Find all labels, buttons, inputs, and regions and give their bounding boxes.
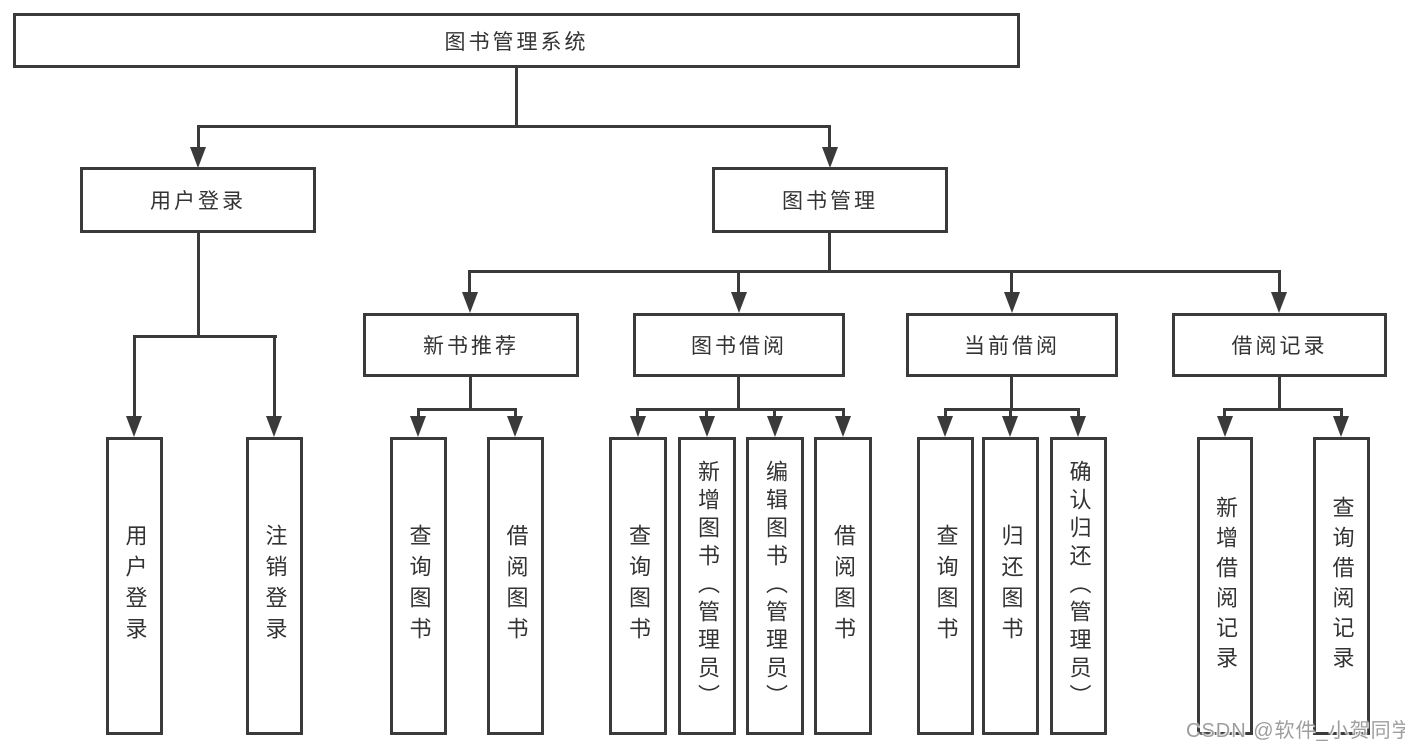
node-user-login: 用户登录 [80,167,316,233]
edge-bookmgmt-stem-3 [1278,270,1281,294]
node-label: 图书借阅 [691,335,787,358]
arrow-down-icon [266,416,282,437]
edge-current-hbar [944,408,1080,411]
node-label: 注销登录 [262,524,288,648]
edge-root-stem-left [197,125,200,149]
arrow-down-icon [767,416,783,437]
edge-userlogin-hbar [133,335,277,338]
node-label: 归还图书 [998,524,1024,648]
node-borrow-records: 借阅记录 [1172,313,1387,377]
edge-records-stem-1 [1340,408,1343,420]
leaf-query-borrow-record: 查询借阅记录 [1313,437,1370,735]
edge-newbook-stem-0 [417,408,420,420]
leaf-query-books-recommend: 查询图书 [390,437,447,735]
edge-newbook-hbar [417,408,517,411]
edge-userlogin-stem-0 [133,335,136,418]
arrow-down-icon [190,147,206,168]
edge-current-trunk [1010,375,1013,409]
node-label: 图书管理系统 [444,30,589,54]
arrow-down-icon [507,416,523,437]
edge-userlogin-trunk [197,232,200,336]
arrow-down-icon [1271,292,1287,313]
arrow-down-icon [630,416,646,437]
edge-root-trunk [515,67,518,127]
arrow-down-icon [822,147,838,168]
leaf-return-book: 归还图书 [982,437,1039,735]
node-book-management: 图书管理 [712,167,948,233]
leaf-logout: 注销登录 [246,437,303,735]
node-label: 查询借阅记录 [1329,496,1355,676]
node-label: 新书推荐 [423,335,519,358]
arrow-down-icon [937,416,953,437]
arrow-down-icon [1004,292,1020,313]
arrow-down-icon [410,416,426,437]
leaf-borrow-books-recommend: 借阅图书 [487,437,544,735]
arrow-down-icon [731,292,747,313]
edge-bookmgmt-hbar [469,270,1281,273]
node-label: 借阅记录 [1231,335,1328,358]
edge-bookmgmt-stem-0 [468,270,471,294]
leaf-add-borrow-record: 新增借阅记录 [1197,437,1253,735]
node-book-borrow: 图书借阅 [633,313,845,377]
edge-newbook-trunk [469,375,472,409]
edge-borrow-hbar [637,408,845,411]
leaf-query-books-current: 查询图书 [917,437,974,735]
leaf-borrow-books: 借阅图书 [814,437,872,735]
edge-borrow-stem-1 [705,408,708,420]
node-label: 确认归还（管理员） [1066,460,1092,712]
leaf-confirm-return-admin: 确认归还（管理员） [1050,437,1107,735]
watermark: CSDN @软件_小贺同学 [1186,720,1405,742]
edge-records-hbar [1224,408,1342,411]
leaf-query-books-borrow: 查询图书 [609,437,667,735]
arrow-down-icon [699,416,715,437]
edge-borrow-trunk [737,375,740,409]
arrow-down-icon [835,416,851,437]
node-label: 新增借阅记录 [1213,496,1238,676]
edge-borrow-stem-2 [773,408,776,420]
leaf-edit-book-admin: 编辑图书（管理员） [746,437,804,735]
node-label: 新增图书（管理员） [695,460,720,712]
arrow-down-icon [1333,416,1349,437]
edge-bookmgmt-stem-2 [1010,270,1013,294]
edge-records-stem-0 [1223,408,1226,420]
edge-root-stem-right [828,125,831,149]
arrow-down-icon [1217,416,1233,437]
arrow-down-icon [1070,416,1086,437]
edge-borrow-stem-3 [842,408,845,420]
edge-root-hbar [197,125,831,128]
edge-bookmgmt-stem-1 [737,270,740,294]
node-label: 图书管理 [782,190,878,213]
leaf-user-login: 用户登录 [106,437,163,735]
node-label: 查询图书 [933,524,959,648]
node-current-borrow: 当前借阅 [906,313,1118,377]
node-label: 当前借阅 [964,335,1060,358]
edge-borrow-stem-0 [636,408,639,420]
arrow-down-icon [126,416,142,437]
edge-userlogin-stem-1 [273,335,276,418]
node-label: 编辑图书（管理员） [763,460,788,712]
arrow-down-icon [1002,416,1018,437]
edge-newbook-stem-1 [514,408,517,420]
edge-current-stem-2 [1077,408,1080,420]
edge-bookmgmt-trunk [828,232,831,273]
edge-records-trunk [1278,375,1281,409]
arrow-down-icon [462,292,478,313]
node-new-book-recommend: 新书推荐 [363,313,579,377]
node-label: 借阅图书 [503,524,529,648]
leaf-add-book-admin: 新增图书（管理员） [678,437,736,735]
node-label: 查询图书 [626,524,651,648]
edge-current-stem-1 [1009,408,1012,420]
edge-current-stem-0 [944,408,947,420]
node-label: 用户登录 [150,190,246,213]
node-label: 查询图书 [406,524,432,648]
node-library-system: 图书管理系统 [13,13,1020,68]
node-label: 用户登录 [122,524,148,648]
node-label: 借阅图书 [831,524,856,648]
